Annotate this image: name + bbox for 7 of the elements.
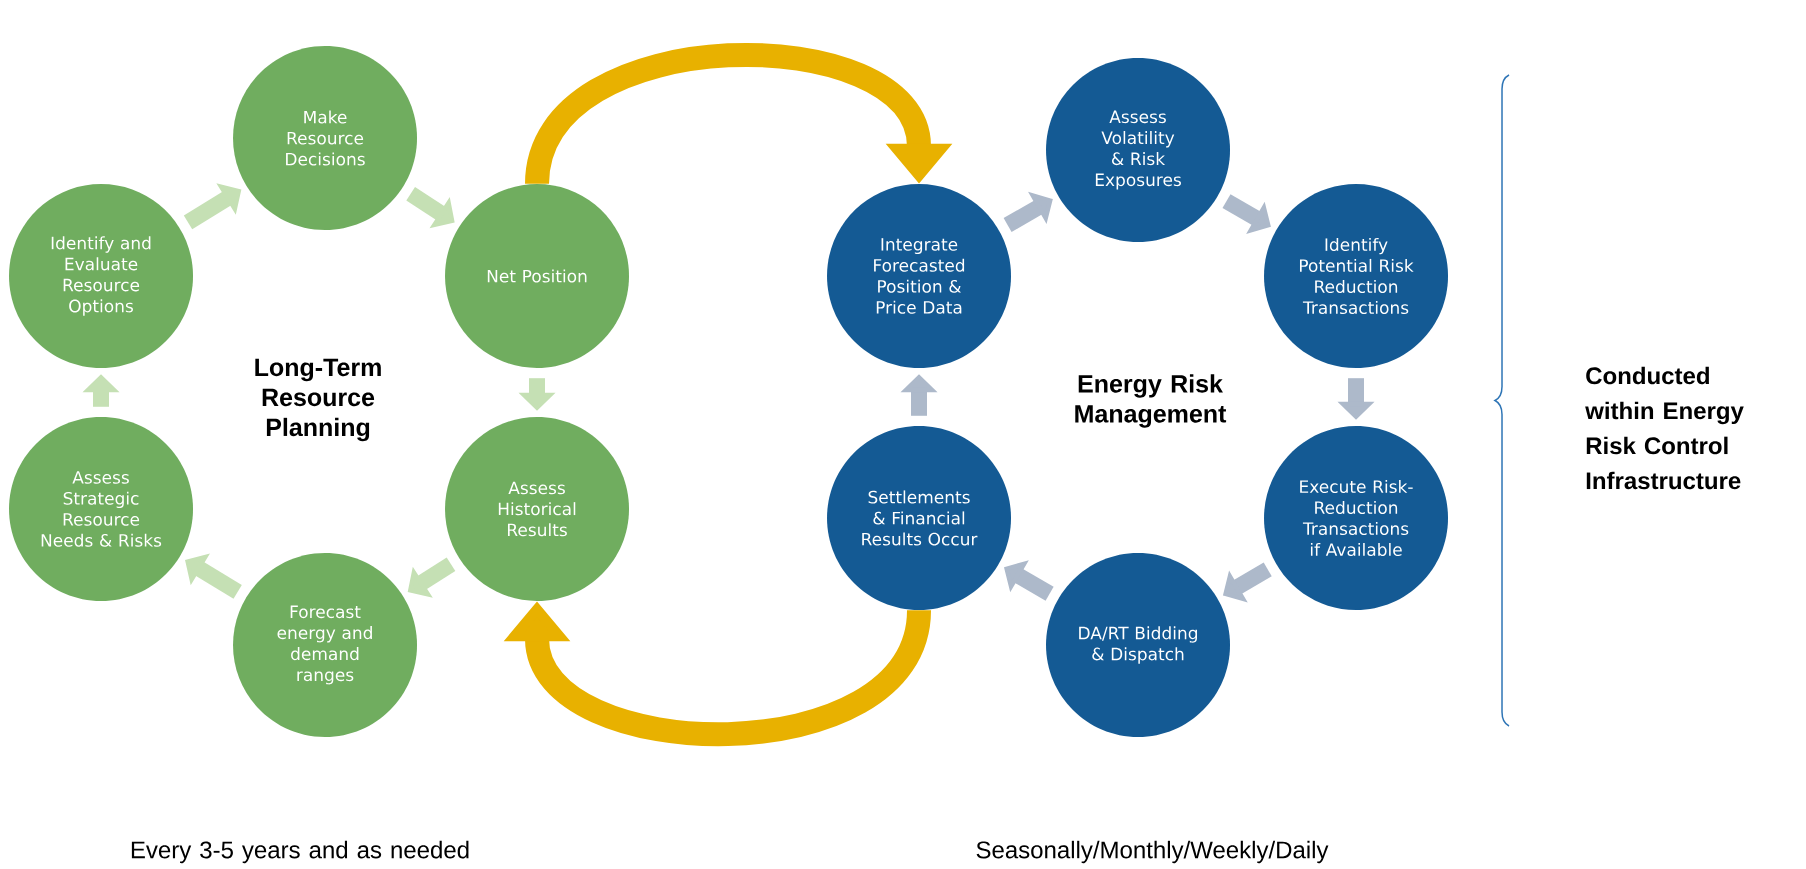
cycle-title: Energy Risk Management — [1075, 374, 1227, 428]
side-note: Conducted within Energy Risk Control Infrastructure — [1585, 366, 1744, 490]
frequency-label: Every 3-5 years and as needed — [131, 840, 469, 864]
arrow — [525, 43, 953, 187]
arrow — [1003, 191, 1053, 232]
cycle-title: Long-Term Resource Planning — [255, 358, 381, 442]
frequency-label: Seasonally/Monthly/Weekly/Daily — [976, 840, 1329, 864]
